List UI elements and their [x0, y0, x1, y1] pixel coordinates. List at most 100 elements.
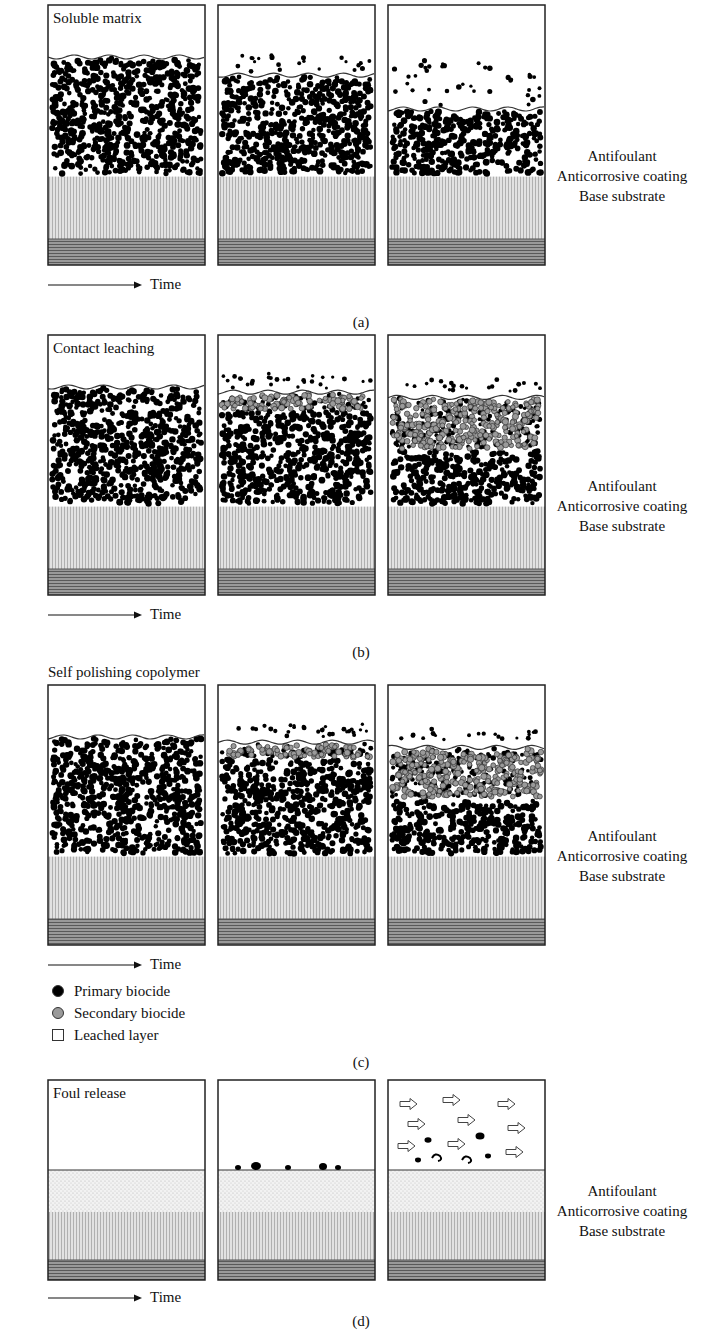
biocide-particle: [410, 88, 414, 92]
anticorrosive-layer: [218, 177, 375, 239]
biocide-particle: [337, 92, 343, 98]
biocide-particle: [295, 108, 300, 113]
coating-cross-section: [388, 5, 545, 265]
biocide-particle: [431, 121, 437, 127]
biocide-particle: [482, 169, 488, 175]
biocide-particle: [486, 122, 491, 127]
biocide-particle: [297, 133, 303, 139]
biocide-particle: [537, 149, 542, 154]
biocide-particle: [516, 122, 520, 126]
biocide-particle: [487, 65, 492, 70]
biocide-particle: [275, 102, 280, 107]
biocide-particle: [477, 114, 482, 119]
biocide-particle: [445, 89, 450, 94]
biocide-particle: [309, 165, 315, 171]
biocide-particle: [246, 104, 253, 111]
biocide-particle: [451, 123, 456, 128]
biocide-particle: [226, 132, 232, 138]
biocide-particle: [483, 141, 489, 147]
biocide-particle: [348, 82, 353, 87]
biocide-particle: [483, 65, 487, 69]
biocide-particle: [348, 104, 354, 110]
biocide-particle: [398, 142, 403, 147]
biocide-particle: [408, 135, 413, 140]
biocide-particle: [532, 75, 536, 79]
biocide-particle: [288, 85, 292, 89]
biocide-particle: [476, 138, 482, 144]
biocide-particle: [345, 168, 350, 173]
biocide-particle: [321, 85, 328, 92]
biocide-particle: [246, 117, 251, 122]
biocide-particle: [417, 115, 422, 120]
biocide-particle: [327, 82, 332, 87]
biocide-particle: [470, 165, 476, 171]
biocide-particle: [315, 94, 321, 100]
biocide-particle: [272, 88, 279, 95]
biocide-particle: [427, 120, 432, 125]
biocide-particle: [274, 121, 279, 126]
biocide-particle: [263, 142, 268, 147]
biocide-particle: [477, 61, 481, 65]
biocide-particle: [536, 170, 542, 176]
biocide-particle: [357, 90, 363, 96]
biocide-particle: [482, 111, 489, 118]
biocide-particle: [236, 79, 241, 84]
biocide-particle: [335, 75, 340, 80]
biocide-particle: [477, 169, 483, 175]
biocide-particle: [528, 73, 532, 77]
biocide-particle: [348, 154, 354, 160]
biocide-particle: [236, 109, 240, 113]
biocide-particle: [297, 61, 301, 65]
biocide-particle: [219, 170, 226, 177]
biocide-particle: [360, 149, 366, 155]
biocide-particle: [331, 150, 337, 156]
biocide-particle: [320, 137, 325, 142]
biocide-particle: [456, 84, 462, 90]
biocide-particle: [284, 92, 290, 98]
biocide-particle: [367, 59, 371, 63]
biocide-particle: [244, 89, 249, 94]
biocide-particle: [424, 164, 430, 170]
biocide-particle: [400, 159, 406, 165]
biocide-particle: [359, 61, 363, 65]
biocide-particle: [241, 116, 247, 122]
biocide-particle: [427, 124, 432, 129]
biocide-particle: [235, 64, 240, 69]
biocide-particle: [404, 153, 409, 158]
biocide-particle: [242, 101, 247, 106]
biocide-particle: [269, 131, 275, 137]
biocide-particle: [328, 162, 335, 169]
biocide-particle: [326, 118, 331, 123]
biocide-particle: [279, 105, 286, 112]
biocide-particle: [393, 164, 400, 171]
biocide-particle: [267, 77, 273, 83]
biocide-particle: [246, 111, 251, 116]
biocide-particle: [509, 77, 514, 82]
biocide-particle: [444, 124, 451, 131]
biocide-particle: [494, 119, 501, 126]
biocide-particle: [419, 170, 426, 177]
biocide-particle: [237, 75, 242, 80]
biocide-particle: [315, 83, 321, 89]
biocide-particle: [472, 89, 476, 93]
biocide-particle: [394, 110, 399, 115]
biocide-particle: [317, 132, 322, 137]
biocide-particle: [537, 119, 542, 124]
biocide-particle: [249, 69, 254, 74]
biocide-particle: [286, 106, 291, 111]
biocide-particle: [288, 162, 292, 166]
base-substrate-layer: [218, 239, 375, 265]
biocide-particle: [355, 144, 359, 148]
biocide-particle: [531, 130, 538, 137]
biocide-particle: [411, 153, 416, 158]
biocide-particle: [478, 125, 483, 130]
biocide-particle: [356, 97, 362, 103]
biocide-particle: [498, 138, 503, 143]
biocide-particle: [289, 99, 296, 106]
biocide-particle: [501, 122, 506, 127]
biocide-particle: [309, 140, 314, 145]
biocide-particle: [511, 112, 517, 118]
biocide-particle: [339, 56, 343, 60]
biocide-particle: [254, 133, 260, 139]
biocide-particle: [269, 53, 273, 57]
